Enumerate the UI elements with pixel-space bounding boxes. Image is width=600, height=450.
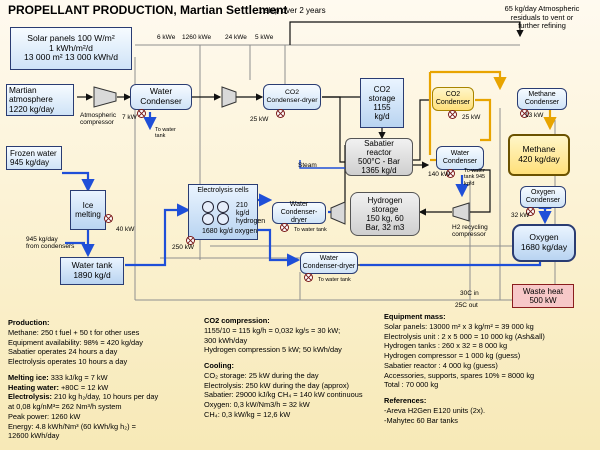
- valve-icon: [276, 109, 285, 118]
- valve-icon: [304, 273, 313, 282]
- page-title: PROPELLANT PRODUCTION, Martian Settlemen…: [8, 3, 288, 17]
- valve-icon: [280, 223, 289, 232]
- to-water-tank-note: To water tank: [294, 227, 327, 233]
- valve-icon: [520, 109, 529, 118]
- water-condenser-1: Water Condenser: [130, 84, 192, 110]
- compressor-icon: [452, 202, 470, 222]
- valve-icon: [186, 236, 195, 245]
- power-label: 250 kW: [172, 244, 195, 251]
- power-label: 7 kW: [122, 114, 137, 121]
- valve-icon: [137, 109, 146, 118]
- power-label: 25 kW: [462, 114, 481, 121]
- power-label: 40 kW: [116, 226, 135, 233]
- compression-notes: CO2 compression: 1155/10 = 115 kg/h = 0,…: [204, 316, 363, 419]
- valve-icon: [448, 110, 457, 119]
- power-label: 6 kWe: [157, 34, 176, 41]
- power-label: 140 kW: [428, 171, 451, 178]
- to-water-tank-note: To water tank: [318, 277, 351, 283]
- equipment-notes: Equipment mass: Solar panels: 13000 m² x…: [384, 312, 545, 425]
- valve-icon: [104, 214, 113, 223]
- compressor-icon: [93, 86, 117, 108]
- to-water-tank-note: To water tank: [155, 127, 176, 140]
- valve-icon: [526, 207, 535, 216]
- steam-label: Steam: [298, 162, 317, 169]
- electrolysis-cell-icon: [202, 201, 229, 225]
- page-subtitle: 1 ship over 2 years: [258, 6, 326, 15]
- electrolysis-o2-label: 1680 kg/d oxygen: [202, 228, 258, 235]
- power-label: 24 kWe: [225, 34, 247, 41]
- valve-icon: [446, 169, 455, 178]
- power-label: 13 kW: [525, 112, 544, 119]
- temperature-out: 25C out: [455, 302, 478, 309]
- power-label: 5 kWe: [255, 34, 274, 41]
- compressor-icon: [221, 86, 237, 108]
- production-notes: Production: Methane: 250 t fuel + 50 t f…: [8, 318, 159, 441]
- power-label: 25 kW: [250, 116, 269, 123]
- temperature-in: 30C in: [460, 290, 479, 297]
- power-label: 1260 kWe: [182, 34, 212, 41]
- compressor-icon: [330, 201, 346, 225]
- power-label: 32 kW: [511, 212, 530, 219]
